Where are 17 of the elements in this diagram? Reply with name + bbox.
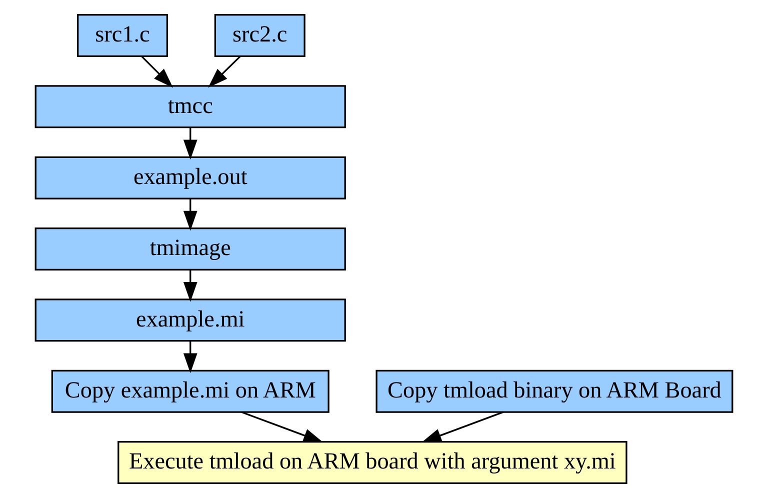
node-box: tmimage [34, 227, 346, 271]
node-box: Execute tmload on ARM board with argument xy.mi [117, 440, 627, 484]
node-box: Copy example.mi on ARM [50, 370, 329, 413]
node-box: tmcc [34, 85, 346, 128]
node-box: example.mi [34, 298, 346, 342]
arrow [140, 56, 173, 88]
arrow [182, 270, 197, 302]
arrow [240, 411, 323, 443]
arrow [208, 56, 240, 88]
node-box: src1.c [76, 14, 168, 58]
node-box: Copy tmload binary on ARM Board [375, 370, 733, 413]
arrow [182, 128, 197, 160]
node-box: src2.c [214, 14, 305, 58]
arrow [421, 411, 504, 443]
arrow [182, 198, 197, 231]
node-box: example.out [34, 156, 346, 200]
arrow [182, 341, 197, 374]
